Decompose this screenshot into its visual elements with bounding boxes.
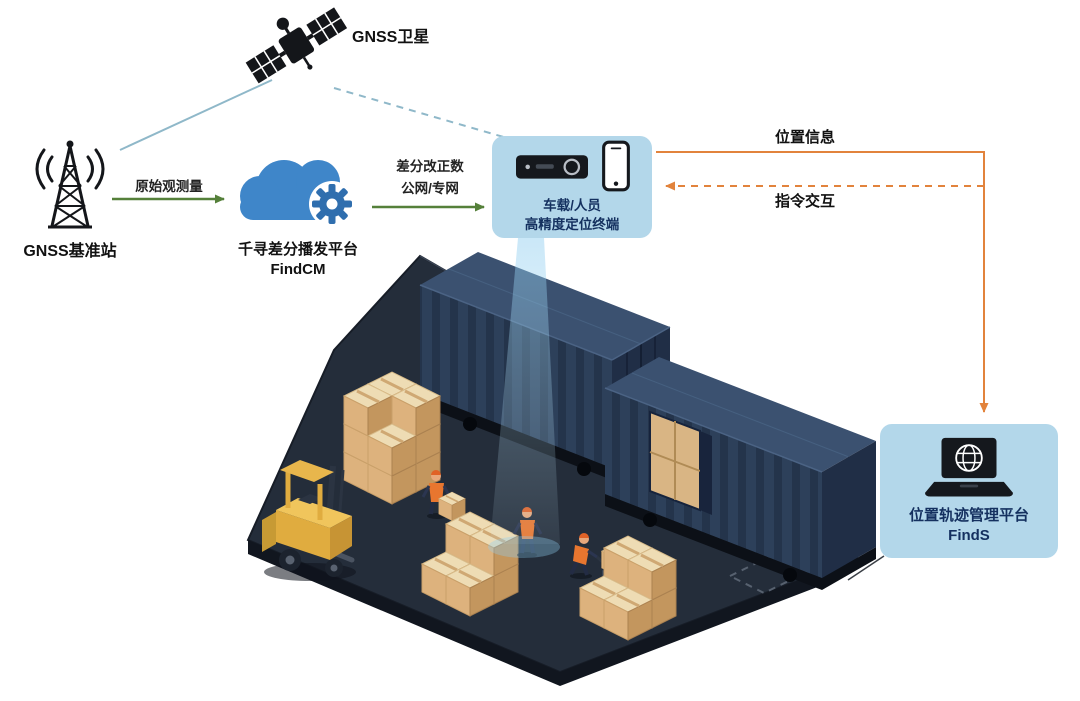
management-platform-node: 位置轨迹管理平台 FindS (880, 424, 1058, 558)
container-2 (604, 357, 876, 590)
satellite-station-line (119, 79, 273, 151)
terminal-label-2: 高精度定位终端 (524, 216, 620, 232)
terminal-icons (513, 140, 631, 192)
radio-tower-icon (35, 140, 105, 229)
positioning-beam (488, 238, 560, 558)
base-station-node: GNSS基准站 (14, 134, 126, 263)
management-platform-product: FindS (948, 527, 990, 544)
base-station-label: GNSS基准站 (23, 243, 117, 260)
gnss-receiver-icon (516, 155, 588, 179)
position-info-line (656, 151, 989, 413)
forklift (262, 460, 356, 581)
corrections-label-1: 差分改正数 (396, 159, 464, 174)
satellite-node (240, 2, 356, 94)
cloud-platform-node: 千寻差分播发平台 FindCM (216, 138, 380, 279)
management-platform-name: 位置轨迹管理平台 (908, 506, 1029, 524)
cloud-platform-name: 千寻差分播发平台 (237, 241, 358, 258)
worker-3 (569, 533, 598, 579)
cloud-platform-product: FindCM (270, 260, 326, 278)
command-interaction-label: 指令交互 (774, 193, 835, 210)
gnss-satellite-icon (245, 7, 348, 84)
platform-scene-link-line (847, 555, 885, 581)
satellite-terminal-line (333, 87, 515, 141)
raw-observation-label: 原始观测量 (135, 179, 203, 194)
smartphone-icon (602, 140, 630, 192)
cloud-gear-icon (240, 160, 355, 227)
laptop-globe-icon (925, 437, 1013, 497)
position-info-label: 位置信息 (774, 129, 835, 146)
terminal-node: 车载/人员 高精度定位终端 (492, 136, 652, 238)
corrections-label-2: 公网/专网 (401, 181, 459, 196)
terminal-label-1: 车载/人员 (543, 198, 601, 214)
satellite-label: GNSS卫星 (352, 29, 430, 46)
